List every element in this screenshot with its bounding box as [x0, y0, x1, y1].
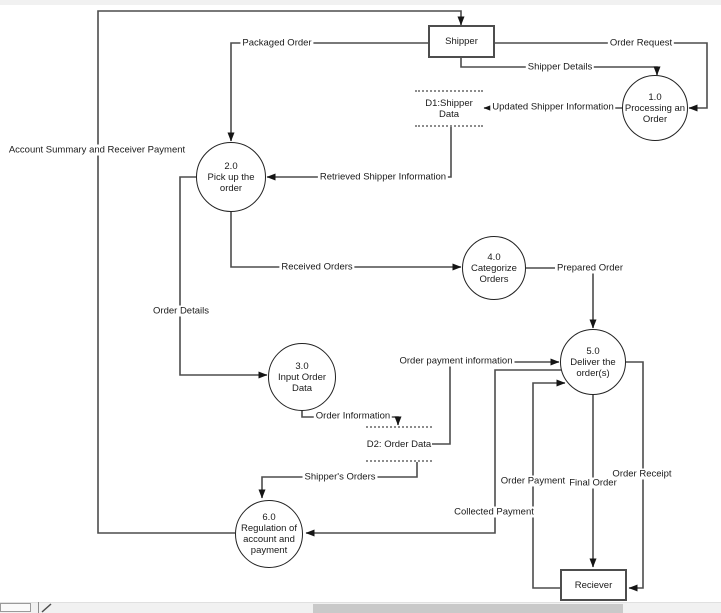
- process-5-0-deliver-the-orders[interactable]: 5.0 Deliver the order(s): [560, 329, 626, 395]
- entity-shipper-label: Shipper: [445, 36, 478, 47]
- process-1-0-line3: Order: [642, 113, 668, 125]
- datastore-d2-line1: D2: Order Data: [366, 438, 432, 450]
- datastore-d2-order-data[interactable]: D2: Order Data: [366, 426, 432, 462]
- process-2-0-line1: 2.0: [224, 160, 238, 172]
- process-2-0-line3: order: [219, 182, 243, 194]
- process-1-0-line2: Processing an: [624, 102, 686, 114]
- horizontal-scrollbar-thumb[interactable]: [313, 604, 623, 613]
- process-5-0-line1: 5.0: [586, 345, 600, 357]
- flow-label-order-payment-information: Order payment information: [397, 355, 515, 367]
- scrollbar-corner-box: [0, 603, 31, 612]
- scrollbar-divider: [38, 602, 39, 613]
- window-top-strip: [0, 0, 721, 5]
- process-2-0-line2: Pick up the: [207, 171, 255, 183]
- process-6-0-regulation-of-account-and-payment[interactable]: 6.0 Regulation of account and payment: [235, 500, 303, 568]
- process-6-0-line3: account and: [243, 534, 295, 545]
- process-3-0-input-order-data[interactable]: 3.0 Input Order Data: [268, 343, 336, 411]
- flow-label-account-summary: Account Summary and Receiver Payment: [6, 144, 188, 156]
- flow-account-summary-line: [97, 10, 465, 534]
- datastore-d1-shipper-data[interactable]: D1:Shipper Data: [415, 90, 483, 127]
- process-6-0-line4: payment: [250, 545, 288, 556]
- flow-prepared-order-line: [526, 267, 597, 329]
- process-3-0-line2: Input Order: [277, 371, 327, 383]
- flow-label-prepared-order: Prepared Order: [554, 262, 626, 274]
- process-4-0-line3: Orders: [479, 273, 509, 285]
- process-1-0-line1: 1.0: [648, 91, 662, 103]
- flow-label-packaged-order: Packaged Order: [240, 37, 314, 49]
- pen-mark-icon: [41, 603, 52, 613]
- process-4-0-categorize-orders[interactable]: 4.0 Categorize Orders: [462, 236, 526, 300]
- flow-order-details-line: [179, 176, 268, 379]
- flow-label-collected-payment: Collected Payment: [452, 506, 536, 518]
- flow-label-order-payment: Order Payment: [498, 475, 568, 487]
- flow-label-order-receipt: Order Receipt: [610, 468, 674, 480]
- flow-label-received-orders: Received Orders: [279, 261, 355, 273]
- flow-label-shippers-orders: Shipper's Orders: [302, 471, 378, 483]
- flow-label-retrieved-shipper-information: Retrieved Shipper Information: [317, 171, 449, 183]
- flow-label-order-information: Order Information: [313, 410, 393, 422]
- datastore-d1-line2: Data: [438, 108, 460, 120]
- flow-label-final-order: Final Order: [567, 477, 619, 489]
- process-5-0-line2: Deliver the: [570, 356, 616, 368]
- flow-order-request-line: [495, 42, 708, 112]
- flow-label-order-details: Order Details: [151, 305, 211, 317]
- process-3-0-line3: Data: [291, 382, 313, 394]
- flow-label-shipper-details: Shipper Details: [525, 61, 595, 73]
- entity-reciever-label: Reciever: [574, 579, 613, 591]
- flow-collected-payment-line: [305, 369, 561, 537]
- process-6-0-line2: Regulation of: [241, 523, 297, 534]
- flow-packaged-order-line: [227, 42, 428, 142]
- process-5-0-line3: order(s): [576, 367, 610, 379]
- entity-reciever[interactable]: Reciever: [560, 569, 627, 601]
- flow-received-orders-line: [230, 212, 462, 271]
- process-1-0-processing-an-order[interactable]: 1.0 Processing an Order: [622, 75, 688, 141]
- process-2-0-pick-up-the-order[interactable]: 2.0 Pick up the order: [196, 142, 266, 212]
- entity-shipper[interactable]: Shipper: [428, 25, 495, 58]
- flow-label-order-request: Order Request: [607, 37, 675, 49]
- flow-retrieved-shipper-information-line: [266, 127, 452, 181]
- process-6-0-line1: 6.0: [262, 512, 276, 523]
- datastore-d1-line1: D1:Shipper: [425, 97, 473, 109]
- process-3-0-line1: 3.0: [295, 360, 309, 372]
- flow-label-updated-shipper-information: Updated Shipper Information: [490, 101, 616, 113]
- process-4-0-line2: Categorize: [471, 262, 517, 274]
- process-4-0-line1: 4.0: [487, 251, 501, 263]
